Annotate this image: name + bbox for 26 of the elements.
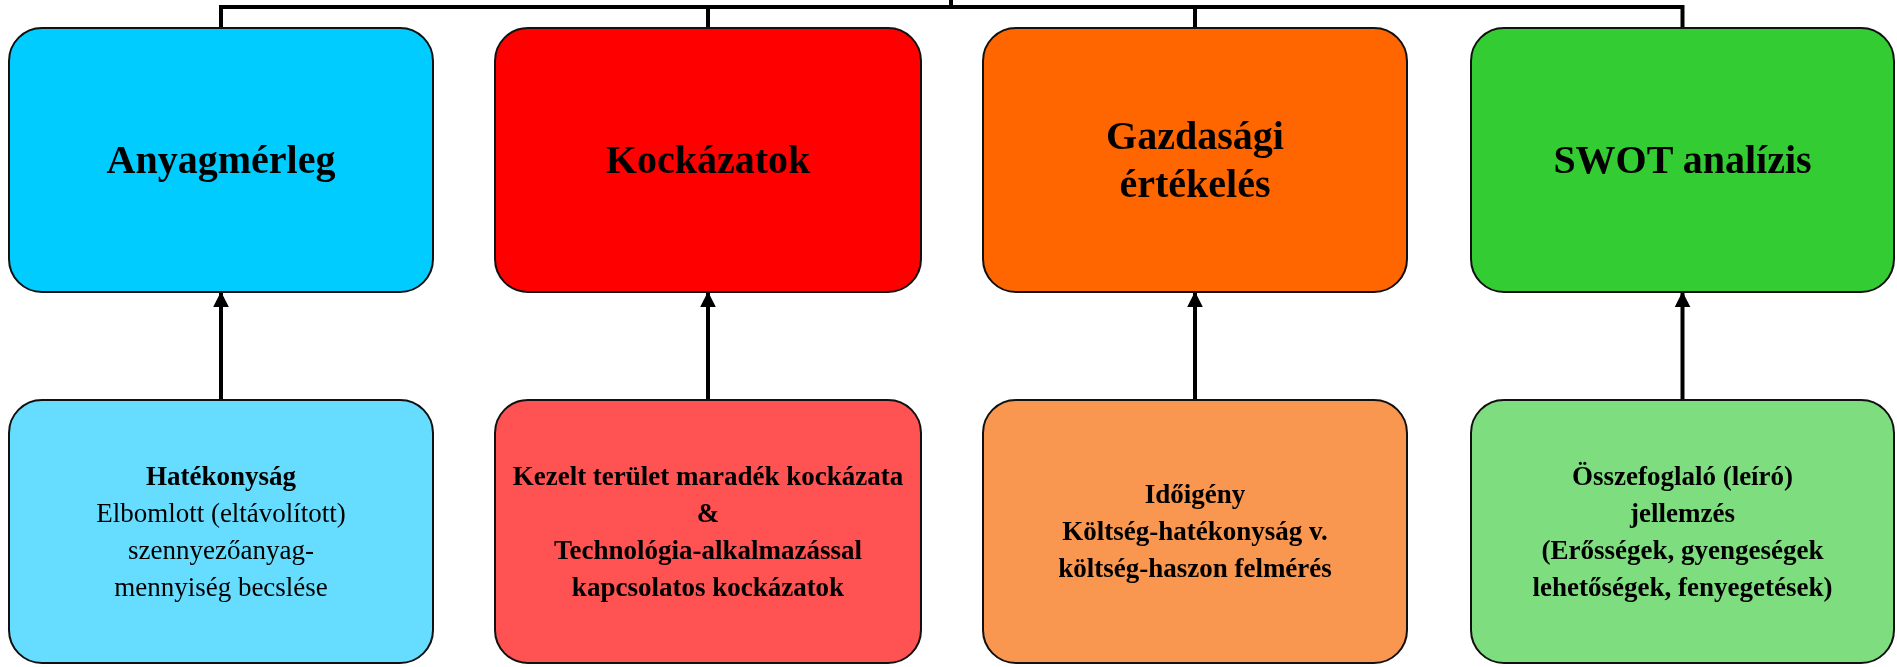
detail-heading: Hatékonyság <box>146 459 296 493</box>
category-box <box>8 27 434 293</box>
detail-box <box>1470 399 1895 664</box>
arrow <box>1187 291 1203 399</box>
category-box <box>1470 27 1895 293</box>
detail-text: Költség-hatékonyság v. költség-haszon felmérés <box>1057 515 1333 585</box>
arrow <box>700 291 716 399</box>
detail-heading: Összefoglaló (leíró) jellemzés <box>1570 459 1795 530</box>
detail-box <box>982 399 1408 664</box>
detail-text: Elbomlott (eltávolított) szennyezőanyag-mennyiség becslése <box>95 496 347 604</box>
category-title: Gazdasági értékelés <box>1105 112 1285 208</box>
detail-heading: Időigény <box>1144 478 1246 511</box>
detail-heading: Kezelt terület maradék kockázata <box>512 459 904 493</box>
detail-text: Technológia-alkalmazással kapcsolatos kockázatok <box>552 533 863 604</box>
category-title: Kockázatok <box>605 136 811 184</box>
connector-line <box>949 0 1685 27</box>
detail-box <box>8 399 434 664</box>
category-title: SWOT analízis <box>1553 136 1812 184</box>
category-box <box>494 27 922 293</box>
category-box <box>982 27 1408 293</box>
detail-text: (Erősségek, gyengeségek lehetőségek, fenyegetések) <box>1531 533 1834 604</box>
category-title: Anyagmérleg <box>106 136 336 184</box>
detail-text: & <box>696 496 720 530</box>
detail-box <box>494 399 922 664</box>
arrow <box>1674 291 1691 399</box>
arrow <box>213 291 229 399</box>
